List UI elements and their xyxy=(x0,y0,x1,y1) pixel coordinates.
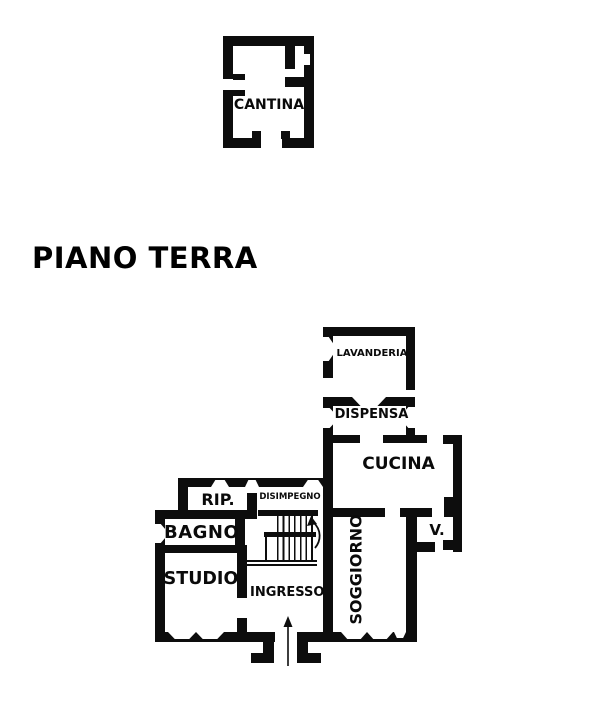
wall xyxy=(285,44,295,69)
wall xyxy=(155,510,257,519)
stair-rail xyxy=(264,532,316,537)
wall xyxy=(323,327,415,336)
wall xyxy=(323,435,360,443)
wall xyxy=(223,36,314,46)
wall xyxy=(406,542,435,552)
porch-wall xyxy=(297,642,308,663)
door-opening xyxy=(245,480,259,487)
room-label-ingresso: INGRESSO xyxy=(250,585,325,600)
page-title: PIANO TERRA xyxy=(32,241,258,275)
stair-treads xyxy=(277,537,315,560)
window-opening xyxy=(394,632,406,638)
wall xyxy=(285,77,305,87)
wall xyxy=(247,493,257,516)
stair-edge xyxy=(247,560,317,562)
wall-gap xyxy=(406,390,415,398)
door-jamb xyxy=(233,90,245,96)
room-label-bagno: BAGNO xyxy=(164,522,240,543)
cantina-floor-plan: CANTINA xyxy=(0,0,608,170)
wall xyxy=(155,545,246,553)
stair-edge xyxy=(247,564,317,566)
stairs-up-arrow-icon xyxy=(307,516,321,549)
wall xyxy=(400,508,432,517)
window-opening xyxy=(196,632,224,639)
wall xyxy=(323,327,333,642)
room-label-studio: STUDIO xyxy=(163,569,239,589)
wall xyxy=(444,497,453,517)
wall xyxy=(406,508,417,642)
wall xyxy=(237,618,247,642)
room-label-lavanderia: LAVANDERIA xyxy=(336,348,408,359)
wall xyxy=(453,435,462,552)
wall xyxy=(323,508,385,517)
door-opening xyxy=(261,138,282,148)
wall xyxy=(235,510,245,553)
door-opening xyxy=(303,480,323,487)
wall-niche xyxy=(302,54,310,65)
room-label-disimpegno: DISIMPEGNO xyxy=(259,492,321,502)
wall xyxy=(443,435,462,444)
room-label-ripostiglio: RIP. xyxy=(201,490,235,509)
wall xyxy=(406,327,415,443)
room-label-vano: V. xyxy=(429,521,445,539)
wall xyxy=(155,510,165,642)
window-opening xyxy=(341,632,367,639)
entrance-direction-arrow-icon xyxy=(283,616,293,666)
window-opening xyxy=(367,632,393,639)
stair-rail xyxy=(258,510,318,516)
wall xyxy=(304,36,314,148)
wall xyxy=(223,36,233,148)
door-jamb xyxy=(281,131,290,139)
porch-wall xyxy=(251,653,274,663)
wall xyxy=(383,435,427,443)
stair-edge xyxy=(265,537,267,560)
wall xyxy=(178,478,188,514)
wall xyxy=(237,545,247,598)
stair-treads xyxy=(277,516,315,532)
room-label-cantina: CANTINA xyxy=(233,97,305,113)
room-label-dispensa: DISPENSA xyxy=(334,407,409,422)
door-opening xyxy=(352,397,386,407)
door-opening xyxy=(211,480,229,487)
window-opening xyxy=(168,632,196,639)
wall-gap xyxy=(323,378,333,397)
room-label-soggiorno: SOGGIORNO xyxy=(346,514,366,625)
door-opening xyxy=(223,79,233,90)
wall xyxy=(443,540,455,550)
room-label-cucina: CUCINA xyxy=(362,454,435,474)
porch-wall xyxy=(297,653,321,663)
door-jamb xyxy=(252,131,261,139)
door-jamb xyxy=(233,74,245,80)
ground-floor-plan: LAVANDERIA DISPENSA CUCINA RIP. DISIMPEG… xyxy=(0,300,608,720)
porch-wall xyxy=(263,642,274,663)
